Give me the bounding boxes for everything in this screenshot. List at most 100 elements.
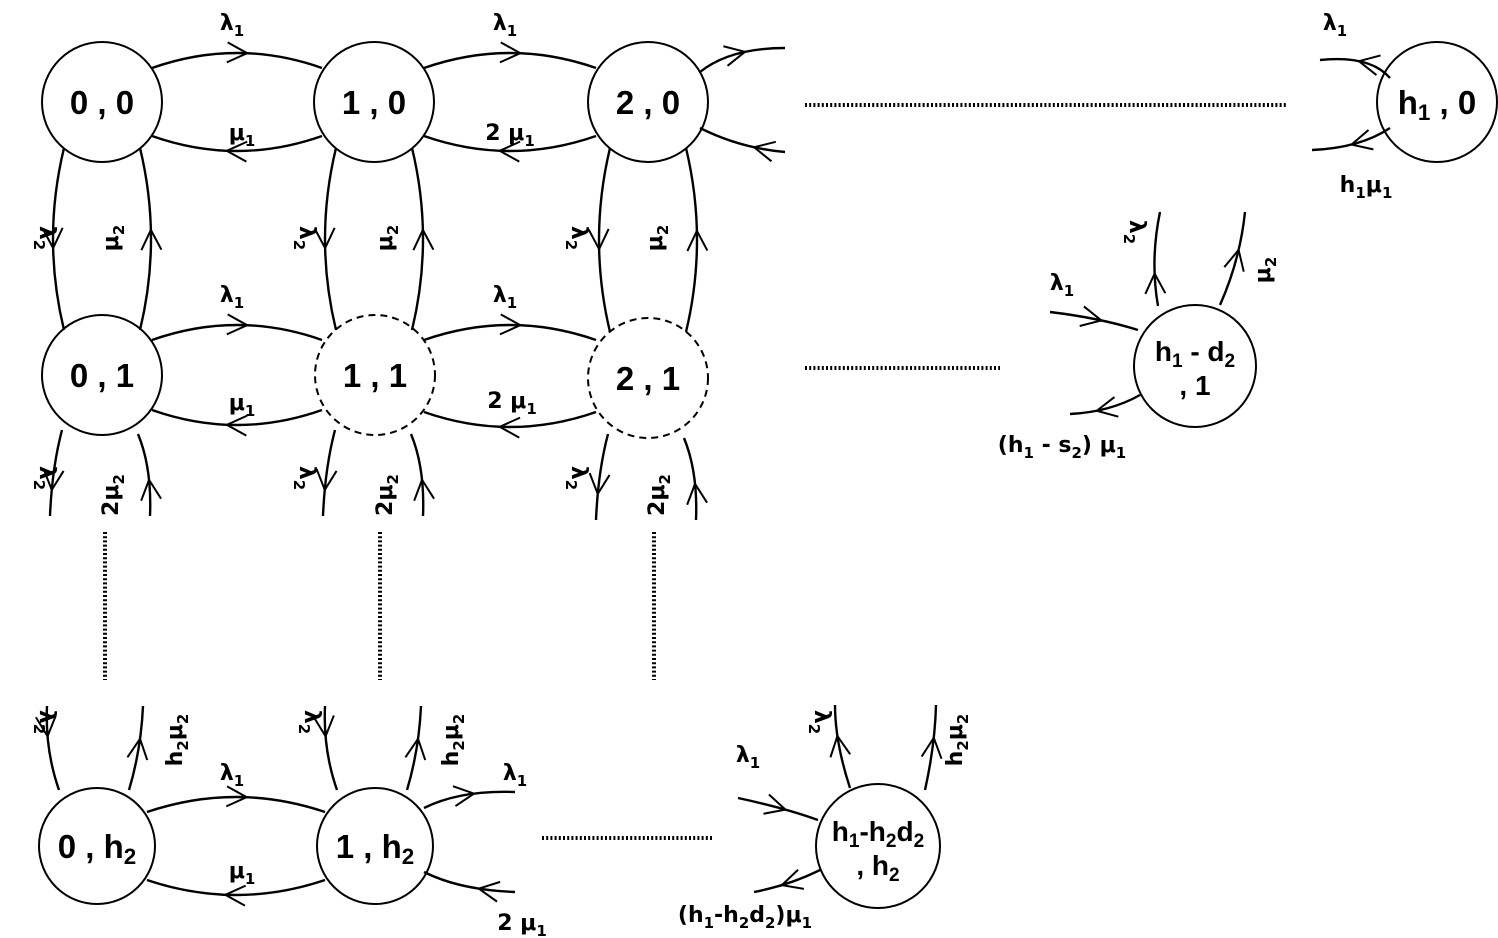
arrival-stub-down <box>315 429 338 517</box>
subscript: 1 <box>517 772 527 790</box>
text-run: , h <box>856 850 889 881</box>
rate-label-h2mu2: h2μ2 <box>943 714 972 767</box>
service-edge-left <box>423 134 597 163</box>
arrival-stub-down <box>42 429 65 517</box>
subscript: 2 <box>654 225 672 235</box>
arrival-stub-down <box>588 433 611 521</box>
arrival-edge-down <box>313 147 338 331</box>
state-circle <box>41 314 163 436</box>
subscript: 1 <box>234 22 244 40</box>
edge-curve <box>753 868 821 894</box>
arrowhead <box>587 228 610 252</box>
text-run: ) μ <box>1082 433 1116 458</box>
state-node-n10: 1 , 0 <box>313 41 435 163</box>
arrowhead <box>1079 305 1104 327</box>
edge-curve <box>423 323 597 342</box>
edge-curve <box>410 147 425 331</box>
edge-curve <box>405 705 423 791</box>
edge-curve <box>409 433 425 517</box>
arrowhead <box>499 41 523 64</box>
service-stub <box>423 870 516 903</box>
arrival-stub-in-rev <box>829 704 852 789</box>
subscript: 2 <box>450 714 468 724</box>
text-run: μ <box>439 724 464 740</box>
state-label: 1 , h2 <box>336 828 415 869</box>
text-run: -h <box>714 903 739 928</box>
edge-curve <box>1311 127 1391 152</box>
edge-curve <box>323 705 339 791</box>
text-run: λ <box>294 466 319 480</box>
edge-curve <box>684 147 699 333</box>
arrowhead <box>497 140 521 163</box>
edge-curve <box>1218 211 1247 306</box>
text-run: μ <box>643 235 668 251</box>
subscript: 2 <box>805 724 823 734</box>
rate-label-lambda2: λ2 <box>1120 220 1149 244</box>
text-run: , 1 <box>1179 370 1210 401</box>
rate-label-two_mu2: 2μ2 <box>645 474 674 516</box>
rate-label-two_mu1: 2 μ1 <box>485 121 535 150</box>
text-run: h <box>1155 336 1172 367</box>
rate-label-lambda1: λ1 <box>493 283 517 312</box>
subscript: 1 <box>1355 184 1365 202</box>
text-run: 2 μ <box>487 389 526 414</box>
rate-label-h2mu2: h2μ2 <box>163 714 192 767</box>
subscript: 1 <box>234 294 244 312</box>
subscript: 1 <box>849 831 860 852</box>
rate-label-mu1: μ1 <box>229 121 256 150</box>
edge-curve <box>597 147 612 333</box>
text-run: h <box>1340 173 1356 198</box>
text-run: λ <box>809 710 834 724</box>
arrowhead <box>42 468 65 493</box>
arrowhead <box>1144 271 1167 295</box>
arrowhead <box>225 785 249 808</box>
text-run: λ <box>294 226 319 240</box>
subscript: 2 <box>30 480 48 490</box>
arrowhead <box>140 477 162 502</box>
subscript: 2 <box>1262 257 1280 267</box>
edge-curve <box>699 126 786 154</box>
rate-label-h1_h2d2_mu1: (h1-h2d2)μ1 <box>678 903 812 932</box>
text-run: 1 , h <box>336 828 402 865</box>
subscript: 1 <box>1064 282 1074 300</box>
edge-curve <box>151 408 323 427</box>
text-run: μ <box>229 391 245 416</box>
arrival-stub <box>1319 54 1391 79</box>
subscript: 2 <box>739 914 749 932</box>
arrowhead <box>1223 247 1245 272</box>
subscript: 1 <box>1418 100 1430 125</box>
arrowhead <box>829 733 852 758</box>
rate-label-mu2: μ2 <box>643 225 672 252</box>
subscript: 2 <box>384 225 402 235</box>
text-run: 1 , 1 <box>343 357 407 394</box>
text-run: 2 μ <box>497 911 536 936</box>
text-run: μ <box>943 724 968 740</box>
state-label: 0 , 0 <box>70 84 134 121</box>
text-run: λ <box>493 11 507 36</box>
state-node-nhd1: h1 - d2, 1 <box>1133 304 1257 428</box>
arrowhead <box>315 468 338 493</box>
text-run: h <box>943 751 968 767</box>
subscript: 1 <box>704 914 714 932</box>
rate-label-lambda1: λ1 <box>493 11 517 40</box>
text-run: (h <box>998 433 1024 458</box>
subscript: 1 <box>1337 22 1347 40</box>
text-run: λ <box>1124 220 1149 234</box>
state-label: , 1 <box>1179 370 1210 401</box>
subscript: 1 <box>1172 351 1183 372</box>
state-circle <box>587 317 709 439</box>
subscript: 2 <box>124 844 136 869</box>
arrowhead <box>452 785 477 807</box>
arrowhead <box>404 736 427 761</box>
arrival-edge-right <box>146 785 326 814</box>
arrowhead <box>224 414 248 437</box>
subscript: 1 <box>1382 184 1392 202</box>
arrowhead <box>1094 396 1119 418</box>
edge-curve <box>682 437 698 521</box>
edge-curve <box>151 134 323 153</box>
service-edge-up <box>138 147 163 331</box>
subscript: 1 <box>750 754 760 772</box>
service-edge-up <box>410 147 435 331</box>
subscript: 2 <box>450 740 468 750</box>
